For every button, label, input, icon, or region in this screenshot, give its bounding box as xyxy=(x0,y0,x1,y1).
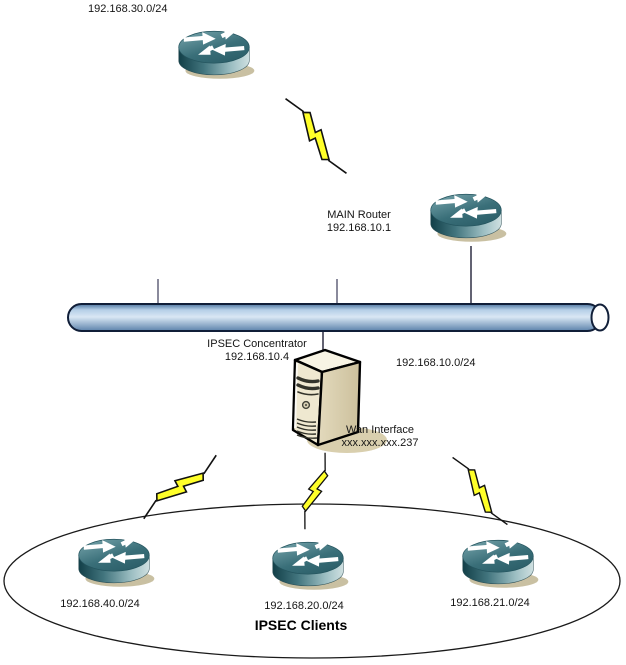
main-router-ip: 192.168.10.1 xyxy=(326,222,392,234)
wan-interface-name: Wan Interface xyxy=(345,424,415,436)
router-icon-remote xyxy=(179,30,255,79)
lan-label: 192.168.10.0/24 xyxy=(396,357,476,369)
ethernet-bus xyxy=(67,303,610,332)
wan-interface-label: Wan Interface xxx.xxx.xxx.237 xyxy=(330,424,430,450)
concentrator-ip: 192.168.10.4 xyxy=(224,351,290,363)
lightning-bolt-icon-client-left xyxy=(137,443,223,531)
remote-network-label: 192.168.30.0/24 xyxy=(88,3,168,15)
main-router-name: MAIN Router xyxy=(327,209,391,221)
router-icon-client-40 xyxy=(79,538,155,587)
client-network-label-20: 192.168.20.0/24 xyxy=(264,600,344,612)
ipsec-clients-title: IPSEC Clients xyxy=(254,617,348,633)
concentrator-label: IPSEC Concentrator 192.168.10.4 xyxy=(199,338,315,364)
router-icon-client-20 xyxy=(273,541,349,590)
router-icon-main xyxy=(431,193,507,242)
wan-interface-ip: xxx.xxx.xxx.237 xyxy=(341,437,419,449)
client-network-label-21: 192.168.21.0/24 xyxy=(450,597,530,609)
concentrator-name: IPSEC Concentrator xyxy=(207,338,307,350)
main-router-label: MAIN Router 192.168.10.1 xyxy=(319,209,399,235)
server-tower-icon xyxy=(291,348,387,453)
lightning-bolt-icon-client-middle xyxy=(297,449,333,533)
client-network-label-40: 192.168.40.0/24 xyxy=(60,598,140,610)
lightning-bolt-icon-wan xyxy=(273,92,359,180)
router-icon-client-21 xyxy=(463,539,539,588)
lightning-bolt-icon-client-right xyxy=(441,451,519,531)
